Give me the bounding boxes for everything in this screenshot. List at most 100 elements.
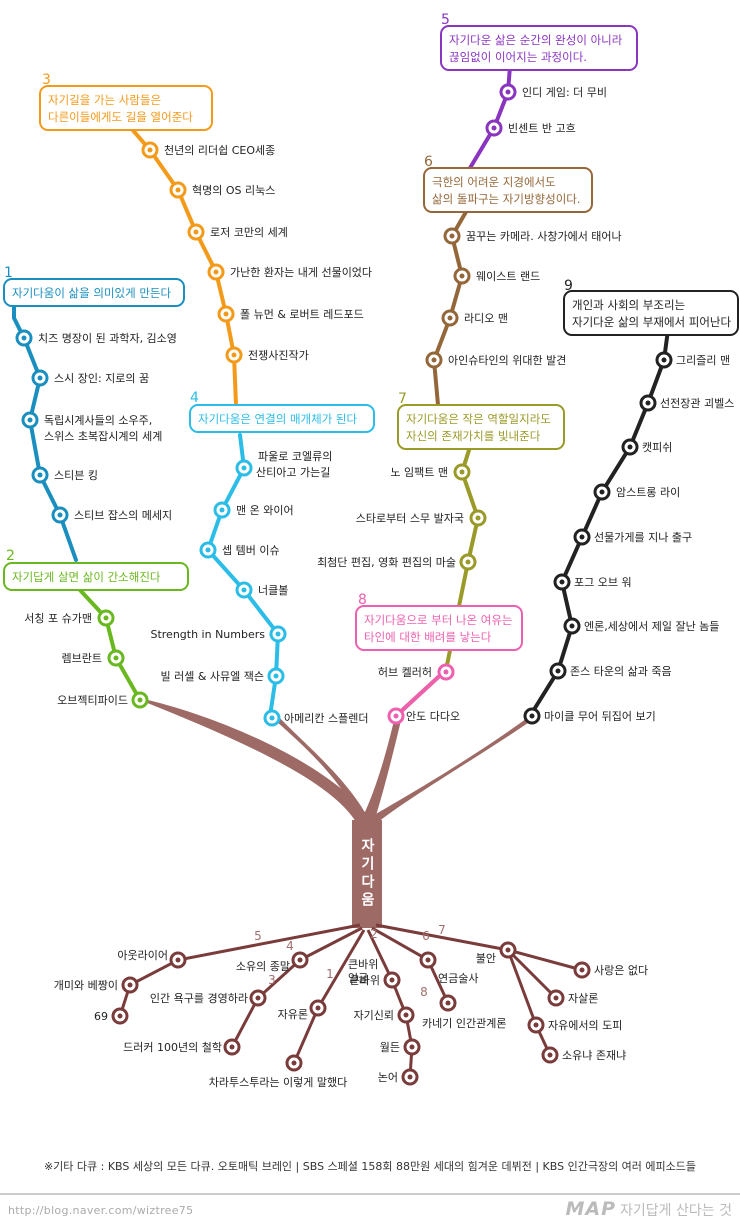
station-9-0 [655,351,673,369]
root-label: 아웃라이어 [117,949,168,962]
station-label: 선전장관 괴벨스 [660,397,734,410]
root-label: 불안 [476,952,496,965]
station-label: 라디오 맨 [464,312,508,325]
station-label: 아인슈타인의 위대한 발견 [448,354,566,367]
station-2-0 [97,609,115,627]
root-node [527,1016,545,1034]
root-label: 월든 [380,1041,400,1054]
root-number: 5 [254,929,262,943]
station-1-3 [31,466,49,484]
line-5 [468,64,512,170]
tree-trunk: 자기다움 [140,700,538,928]
station-9-4 [573,528,591,546]
title-line: 자기다운 삶은 순간의 완성이 아니라 [449,33,623,47]
station-1-4 [51,506,69,524]
station-5-1 [485,119,503,137]
root-node [291,951,309,969]
line-2 [78,588,142,702]
station-6-1 [453,267,471,285]
station-1-2 [21,411,39,429]
root-node [541,1046,559,1064]
root-label: 69 [94,1010,108,1023]
root-label: 자기신뢰 [354,1009,394,1022]
station-6-2 [441,309,459,327]
station-label: 스타로부터 스무 발자국 [356,512,464,525]
station-label: 안도 다다오 [406,710,460,723]
line-number: 8 [358,592,367,608]
station-label: 존스 타운의 삶과 죽음 [570,665,672,678]
station-6-0 [443,227,461,245]
root-label: 자유에서의 도피 [548,1019,622,1032]
root-node [285,1054,303,1072]
station-label: Strength in Numbers [150,628,265,641]
station-label: 맨 온 와이어 [236,504,294,517]
root-node [169,951,187,969]
station-label: 스티브 잡스의 메세지 [74,509,172,522]
station-9-7 [549,662,567,680]
root-number: 7 [438,923,446,937]
station-4-5 [267,667,285,685]
root-label: 개미와 베짱이 [54,979,118,992]
root-node [397,1006,415,1024]
station-label: 혁명의 OS 리눅스 [192,184,275,197]
title-line: 자기다움은 작은 역할일지라도 [406,412,551,426]
title-line: 자기다움으로 부터 나온 여유는 [364,613,513,627]
root-number: 3 [268,973,276,987]
station-4-0 [235,459,253,477]
footer-divider [0,1193,740,1195]
station-label: 꿈꾸는 카메라. 사창가에서 태어나 [466,230,622,243]
station-9-3 [593,483,611,501]
line-8 [394,668,448,718]
station-label: 아메리칸 스플렌더 [284,712,368,725]
station-label: 암스트롱 라이 [616,486,680,499]
root-node [547,989,565,1007]
station-2-1 [107,649,125,667]
root-label: 인간 욕구를 경영하라 [150,991,248,1005]
root-label: 차라투스투라는 이렇게 말했다 [209,1076,348,1089]
station-4-3 [235,581,253,599]
title-line: 다른이들에게도 길을 열어준다 [48,110,193,124]
title-line: 자기길을 가는 사람들은 [48,93,161,107]
root-label: 자유론 [278,1008,308,1021]
station-3-4 [217,305,235,323]
trunk-label: 자기다움 [359,838,375,910]
root-label: 사랑은 없다 [594,964,648,977]
blog-url[interactable]: http://blog.naver.com/wiztree75 [8,1204,194,1217]
root-node [111,1007,129,1025]
station-4-2 [199,541,217,559]
title-line: 자기다움은 연결의 매개체가 된다 [198,412,358,426]
station-label: 스위스 초복잡시계의 세계 [44,430,162,443]
station-5-0 [499,83,517,101]
station-label: 마이클 무어 뒤집어 보기 [544,710,656,723]
root-label: 얼굴 [348,971,368,985]
station-3-3 [207,263,225,281]
station-label: 로저 코만의 세계 [210,226,288,239]
station-4-4 [269,625,287,643]
station-label: 렘브란트 [62,652,102,665]
station-label: 폴 뉴먼 & 로버트 레드포드 [240,308,364,321]
station-label: 인디 게임: 더 무비 [522,86,607,99]
root-number: 6 [422,929,430,943]
station-label: 파울로 코엘류의 [258,450,332,463]
station-label: 전쟁사진작가 [248,349,309,362]
station-label: 캣피쉬 [642,441,672,454]
root-label: 드러커 100년의 철학 [123,1041,222,1054]
station-label: 오브젝티파이드 [57,694,128,707]
root-label: 연금술사 [438,972,478,985]
station-label: 너클볼 [258,584,288,597]
line-9 [528,328,670,718]
root-node [309,999,327,1017]
station-label: 서칭 포 슈가맨 [24,612,92,625]
root-node [419,951,437,969]
station-7-2 [459,553,477,571]
root-label: 소유의 종말 [236,960,290,973]
station-label: 치즈 명장이 된 과학자, 김소영 [38,332,177,345]
title-line: 자신의 존재가치를 빛내준다 [406,429,541,443]
root-node [403,1038,421,1056]
line-number: 2 [6,548,15,564]
root-node [121,976,139,994]
